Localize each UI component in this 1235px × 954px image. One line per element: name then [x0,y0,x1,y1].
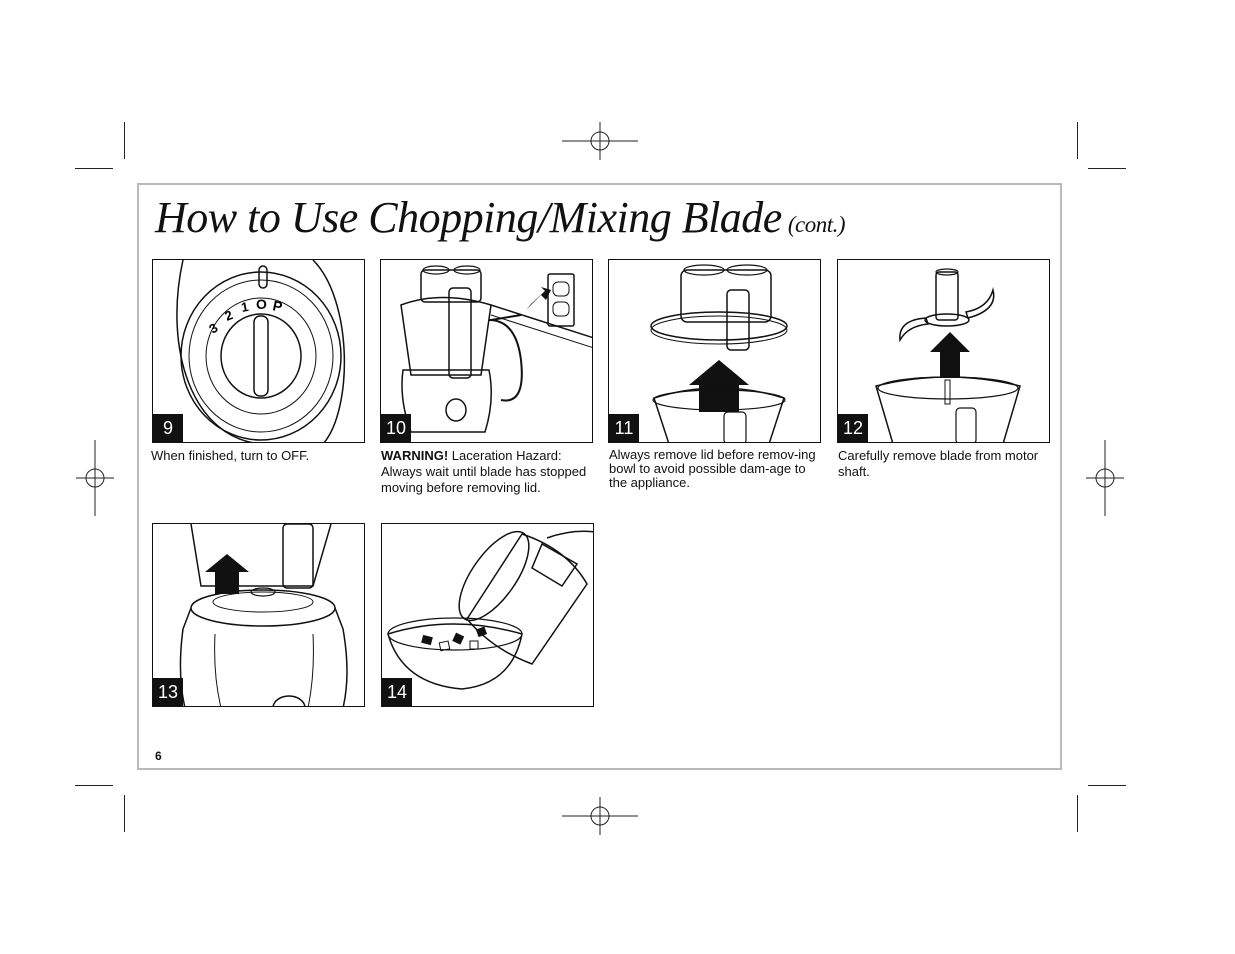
title-main: How to Use Chopping/Mixing Blade [155,193,782,242]
step-number-badge: 12 [838,414,868,442]
crop-mark [1088,168,1126,169]
step-12-caption: Carefully remove blade from motor shaft. [838,448,1039,479]
step-number-badge: 13 [153,678,183,706]
control-dial-drawing: 3 2 1 O P [176,260,346,442]
step-number-badge: 9 [153,414,183,442]
step-number-badge: 14 [382,678,412,706]
page-number: 6 [155,749,162,763]
step-10-caption: WARNING! Laceration Hazard: Always wait … [381,448,595,496]
step-11-caption: Always remove lid before remov-ing bowl … [609,447,816,490]
warning-label: WARNING! [381,448,449,463]
crop-mark [75,785,113,786]
warning-text: Laceration Hazard: Always wait until bla… [381,448,587,495]
step-11-illustration: 11 [608,259,821,443]
dial-label: P [271,297,283,315]
step-9-caption: When finished, turn to OFF. [151,448,310,463]
crop-mark [124,122,125,159]
step-number-badge: 10 [381,414,411,442]
registration-mark-bottom [562,797,638,835]
page-title: How to Use Chopping/Mixing Blade(cont.) [155,192,846,243]
remove-blade-drawing [875,268,1021,442]
crop-mark [1088,785,1126,786]
dial-label: 3 [206,320,221,336]
step-14-illustration: 14 [381,523,594,707]
unplug-drawing [400,265,592,433]
remove-lid-drawing [650,264,788,442]
dial-label: 2 [223,307,235,324]
dial-label: O [256,296,267,312]
crop-mark [124,795,125,832]
page-frame [137,183,1062,770]
dial-label: 1 [240,299,250,315]
step-9-illustration: 3 2 1 O P 9 [152,259,365,443]
lift-bowl-drawing [179,524,348,706]
crop-mark [75,168,113,169]
step-13-illustration: 13 [152,523,365,707]
title-suffix: (cont.) [787,212,846,237]
registration-mark-top [562,122,638,160]
pour-contents-drawing [387,530,593,690]
step-12-illustration: 12 [837,259,1050,443]
registration-mark-left [76,440,114,516]
registration-mark-right [1086,440,1124,516]
crop-mark [1077,122,1078,159]
step-number-badge: 11 [609,414,639,442]
crop-mark [1077,795,1078,832]
step-10-illustration: 10 [380,259,593,443]
